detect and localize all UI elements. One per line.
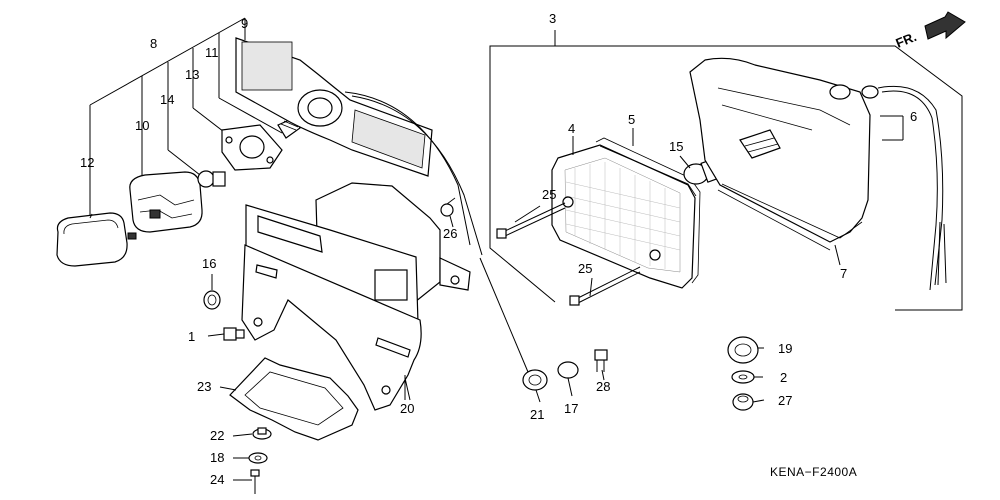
tail-light-wiring [877,85,947,291]
assembly-3-frame [489,30,963,311]
callout-28: 28 [596,379,610,394]
callout-9: 9 [241,16,248,31]
tail-light-lens [551,144,696,289]
license-bulb [197,170,226,188]
callout-17: 17 [564,401,578,416]
tail-light-housing [689,57,879,251]
license-light-housing [129,171,203,233]
direction-label: FR. [894,29,919,51]
mudguard-fasteners [248,427,272,494]
callout-18: 18 [210,450,224,465]
callout-14: 14 [160,92,174,107]
callout-11: 11 [205,45,219,60]
figure-code: KENA−F2400A [770,465,857,479]
left-leader-tree [89,17,283,218]
callout-12: 12 [80,155,94,170]
lens-screws [496,202,641,306]
callout-numbers: 1 2 3 4 5 6 7 8 9 10 11 12 13 14 15 16 1… [80,11,917,487]
callout-8: 8 [150,36,157,51]
callout-20: 20 [400,401,414,416]
callout-leaders [207,115,904,481]
callout-7: 7 [840,266,847,281]
license-light-lens [56,212,137,267]
callout-2: 2 [780,370,787,385]
mount-fasteners [522,349,608,391]
callout-23: 23 [197,379,211,394]
rear-reflector [235,37,483,256]
license-gasket [221,124,283,171]
callout-26: 26 [443,226,457,241]
callout-25-lower: 25 [578,261,592,276]
lens-gasket [595,137,701,284]
bolt-and-grommet [203,290,245,341]
callout-27: 27 [778,393,792,408]
callout-1: 1 [188,329,195,344]
callout-15: 15 [669,139,683,154]
callout-25-upper: 25 [542,187,556,202]
callout-3: 3 [549,11,556,26]
callout-6: 6 [910,109,917,124]
callout-16: 16 [202,256,216,271]
callout-24: 24 [210,472,224,487]
mudguard [229,357,359,441]
callout-13: 13 [185,67,199,82]
callout-10: 10 [135,118,149,133]
cushion-fasteners [727,336,759,411]
callout-5: 5 [628,112,635,127]
callout-22: 22 [210,428,224,443]
callout-4: 4 [568,121,575,136]
callout-19: 19 [778,341,792,356]
front-direction-arrow [924,11,966,40]
rear-fender-plate [241,244,422,411]
wire-clip [440,197,456,217]
callout-21: 21 [530,407,544,422]
